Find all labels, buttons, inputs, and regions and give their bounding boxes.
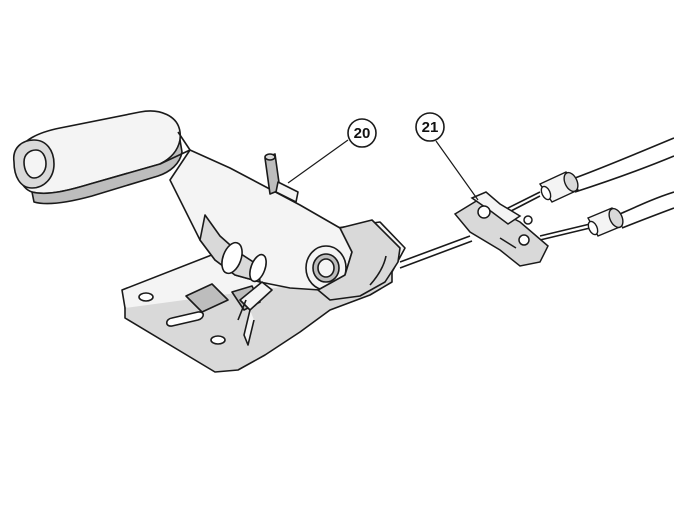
mount-hole	[210, 335, 226, 345]
upper-cable-sheath	[574, 137, 674, 179]
callout-label-20: 20	[354, 125, 371, 142]
cable-equalizer	[453, 191, 549, 267]
callout-circle-20	[347, 118, 377, 148]
handbrake-lever-assembly	[12, 110, 406, 373]
equalizer-bracket	[470, 191, 522, 225]
lower-cable-sheath-edge	[621, 207, 674, 229]
mount-hole	[138, 292, 154, 302]
callout-circle-21	[415, 112, 445, 142]
lower-inner-wire	[539, 223, 591, 237]
lower-inner-wire-2	[539, 227, 591, 241]
callout-21: 21	[415, 112, 479, 201]
warning-switch	[239, 281, 273, 311]
lever-cutout	[221, 241, 243, 275]
cable-end-fittings	[538, 171, 624, 237]
callout-label-21: 21	[422, 119, 439, 136]
callout-20: 20	[287, 118, 377, 184]
lever-cutout	[249, 253, 267, 283]
main-cable-2	[399, 240, 473, 269]
ratchet-sector	[317, 219, 401, 301]
release-rod-collar	[275, 181, 299, 203]
leader-line-21	[435, 140, 479, 201]
main-cable	[399, 235, 471, 263]
leader-line-20	[287, 139, 349, 184]
upper-cable-sheath-edge	[574, 155, 674, 193]
lower-cable-sheath	[619, 191, 674, 215]
